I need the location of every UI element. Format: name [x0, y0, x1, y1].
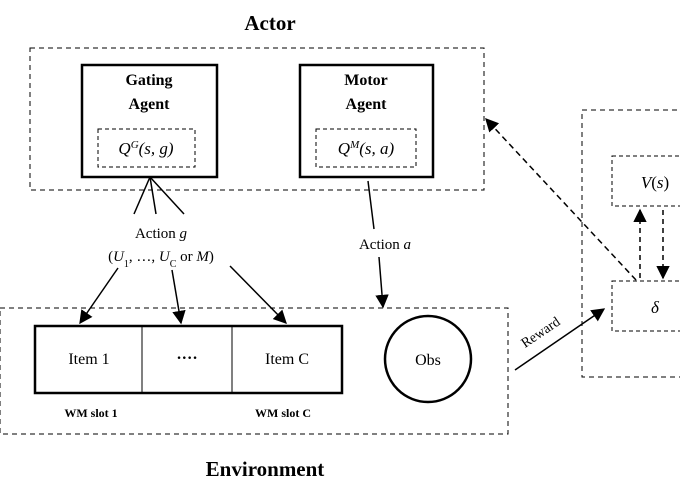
obs-label: Obs: [415, 352, 441, 369]
actor-title: Actor: [244, 11, 295, 35]
wm-item-c: Item C: [265, 351, 309, 368]
gating-q-function: QG(s, g): [118, 139, 174, 158]
actor-boundary: [29, 47, 485, 191]
environment-title: Environment: [206, 457, 325, 481]
value-function: V(s): [641, 173, 669, 192]
gating-agent: Gating Agent QG(s, g): [80, 63, 219, 179]
gating-arrows: [79, 265, 287, 325]
value-box: [611, 155, 680, 207]
wm-item-ellipsis: ····: [176, 350, 197, 367]
gating-agent-label-line2: Agent: [129, 96, 171, 113]
gating-agent-label-line1: Gating: [125, 72, 172, 89]
motor-agent-label-line2: Agent: [346, 96, 388, 113]
td-error: δ: [651, 298, 660, 317]
gating-action-options: (U1, …, UC or M): [108, 249, 214, 270]
critic-to-actor-arrow: [485, 118, 637, 281]
wm-slot-1-label: WM slot 1: [64, 406, 117, 420]
gating-action-label: Action g: [135, 226, 188, 242]
motor-action-line: [367, 180, 375, 230]
motor-agent: Motor Agent QM(s, a): [298, 63, 435, 179]
motor-q-function: QM(s, a): [338, 139, 395, 158]
motor-agent-label-line1: Motor: [344, 72, 388, 89]
wm-slot-c-label: WM slot C: [255, 406, 311, 420]
gating-action-lines: [133, 176, 185, 215]
working-memory: Item 1 ···· Item C: [33, 324, 344, 395]
reward-arrow: [514, 308, 606, 371]
observation: Obs: [383, 314, 473, 404]
delta-box: [611, 280, 680, 332]
reward-label: Reward: [519, 315, 563, 352]
environment-boundary: [0, 307, 509, 435]
motor-action-arrow: [375, 256, 389, 309]
wm-item-1: Item 1: [68, 351, 109, 368]
motor-action-label: Action a: [359, 237, 411, 253]
critic-boundary: [581, 109, 680, 378]
